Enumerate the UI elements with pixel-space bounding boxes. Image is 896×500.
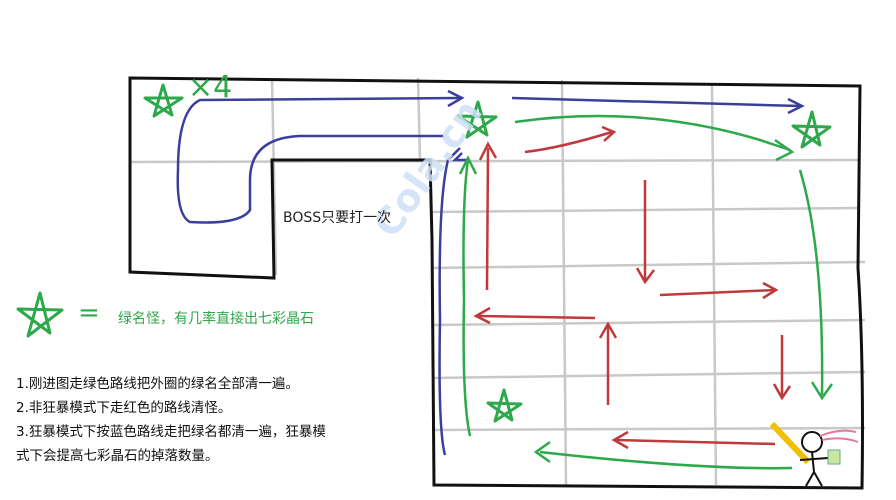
- blue-route: [176, 89, 805, 456]
- instruction-line: 1.刚进图走绿色路线把外圈的绿名全部清一遍。: [16, 376, 299, 392]
- map-grid: [129, 77, 866, 486]
- star-icon: [143, 83, 184, 118]
- star-icon: [486, 388, 523, 423]
- star-count-label: ×4: [188, 70, 233, 105]
- boss-note: BOSS只要打一次: [283, 210, 392, 226]
- instruction-line: 式下会提高七彩晶石的掉落数量。: [16, 448, 219, 464]
- map-outline: [128, 76, 864, 490]
- legend-description: 绿名怪，有几率直接出七彩晶石: [118, 311, 314, 327]
- hero-character-icon: [769, 421, 859, 487]
- red-route: [473, 125, 792, 450]
- instruction-line: 2.非狂暴模式下走红色的路线清怪。: [16, 400, 232, 416]
- star-icon: [16, 291, 64, 338]
- green-route: [458, 114, 834, 470]
- star-icon: [791, 110, 832, 149]
- instruction-line: 3.狂暴模式下按蓝色路线走把绿名都清一遍，狂暴模: [16, 424, 326, 440]
- legend-equals: =: [78, 298, 100, 328]
- star-icon: [456, 100, 498, 139]
- instructions: 1.刚进图走绿色路线把外圈的绿名全部清一遍。 2.非狂暴模式下走红色的路线清怪。…: [16, 372, 406, 468]
